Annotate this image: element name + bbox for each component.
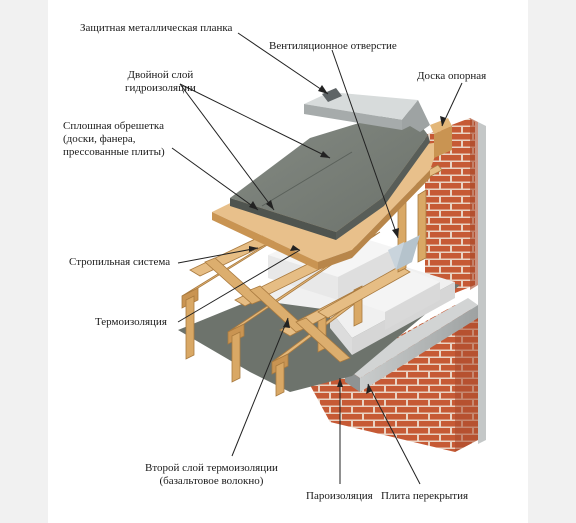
- label-support-board: Доска опорная: [417, 70, 487, 82]
- vent-pipe: [388, 235, 420, 270]
- label-floor-slab: Плита перекрытия: [381, 490, 469, 502]
- leader-sheathing: [171, 147, 259, 211]
- leader-lines: [171, 32, 463, 485]
- wall-edge: [478, 122, 486, 444]
- upper-brick-wall: [425, 118, 478, 295]
- label-metal-strip: Защитная металлическая планка: [80, 22, 233, 34]
- leader-waterproof-lower: [179, 83, 275, 211]
- leader-floor-slab: [367, 383, 421, 485]
- label-rafter-system: Стропильная система: [69, 256, 171, 268]
- leader-metal-strip: [237, 32, 329, 95]
- arrowheads: [249, 85, 446, 394]
- metal-strip: [304, 88, 430, 132]
- label-thermal-insulation: Термоизоляция: [95, 316, 167, 328]
- label-vapor-barrier: Пароизоляция: [306, 490, 373, 502]
- label-second-insulation: Второй слой термоизоляции (базальтовое в…: [145, 462, 278, 487]
- right-margin: [528, 0, 576, 523]
- leader-vent-hole: [331, 49, 399, 239]
- leader-waterproof-upper: [179, 83, 331, 159]
- leader-rafter: [177, 247, 259, 264]
- label-double-waterproof: Двойной слой гидроизоляции: [125, 69, 196, 94]
- left-margin: [0, 0, 48, 523]
- label-solid-sheathing: Сплошная обрешетка (доски, фанера, пресс…: [63, 120, 165, 158]
- label-vent-hole: Вентиляционное отверстие: [269, 40, 397, 52]
- support-board: [430, 118, 452, 158]
- leader-insulation: [177, 249, 301, 323]
- leader-second-insulation: [231, 317, 289, 457]
